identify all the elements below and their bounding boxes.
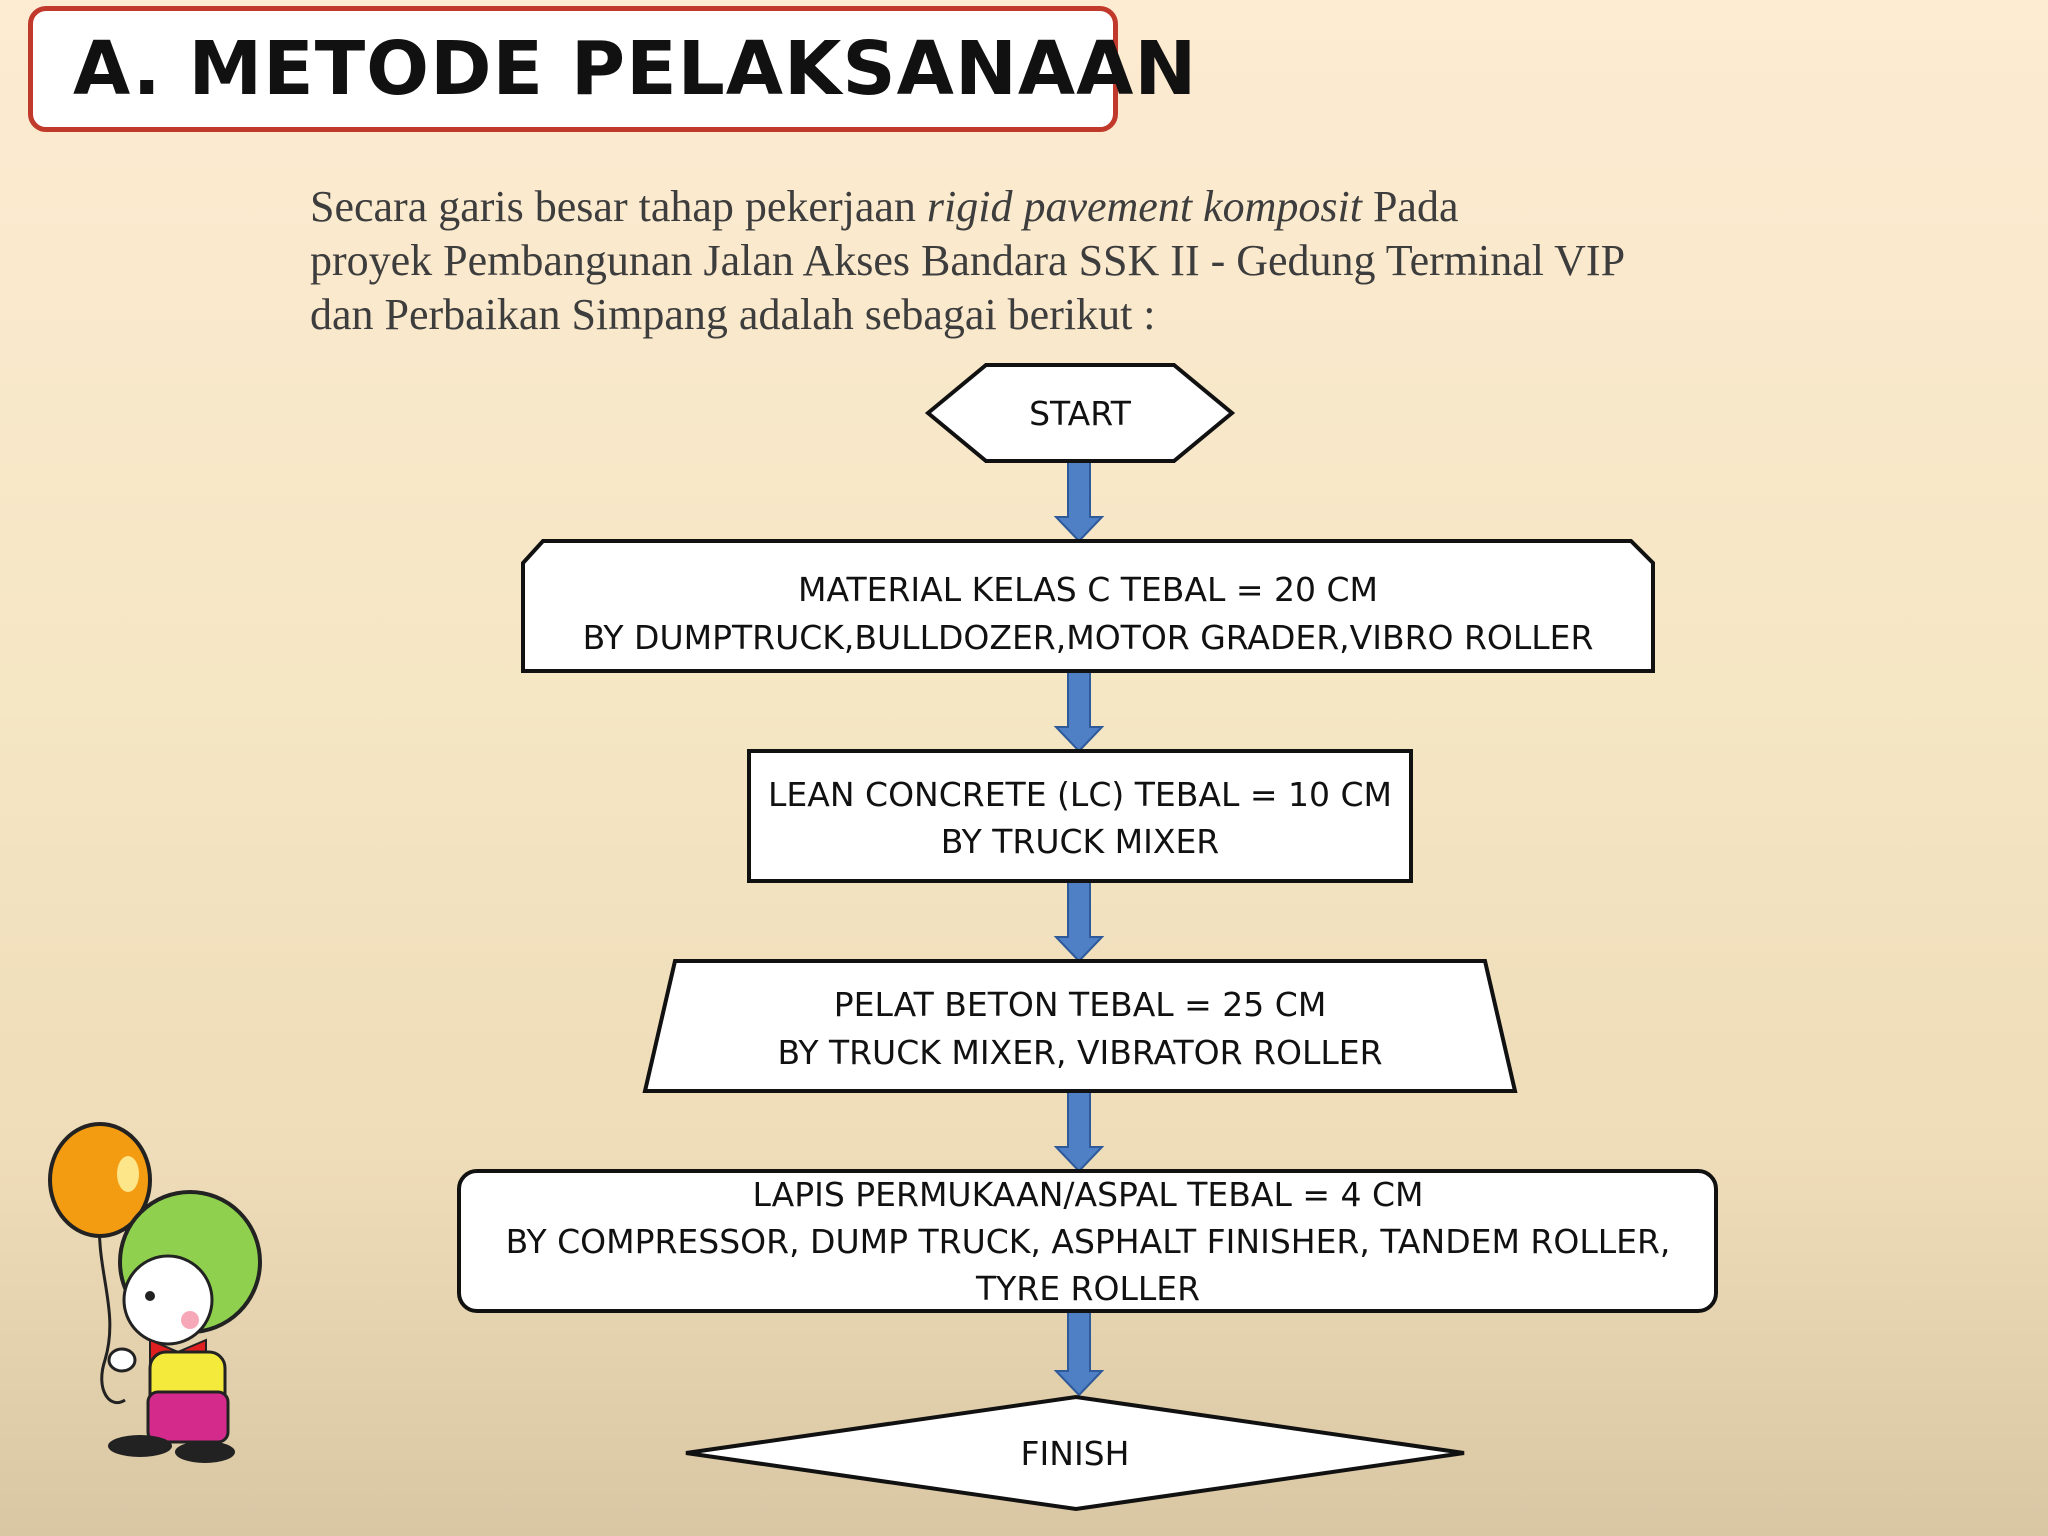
step-2-node: LEAN CONCRETE (LC) TEBAL = 10 CM BY TRUC… [747,749,1413,883]
arrow-start-to-step1 [1053,460,1105,543]
arrow-step1-to-step2 [1053,670,1105,753]
clown-balloon-illustration [48,1122,262,1463]
step-1-line-1: MATERIAL KELAS C TEBAL = 20 CM [798,570,1378,609]
clown-pants [146,1390,230,1444]
step-2-line-1: LEAN CONCRETE (LC) TEBAL = 10 CM [768,775,1392,814]
balloon [48,1122,152,1238]
step-4-node: LAPIS PERMUKAAN/ASPAL TEBAL = 4 CM BY CO… [457,1169,1718,1313]
intro-line-3: dan Perbaikan Simpang adalah sebagai ber… [310,290,1156,339]
balloon-string [97,1211,126,1404]
clown-cheek [181,1311,199,1329]
step-2-shape [747,749,1413,883]
intro-line-1: Secara garis besar tahap pekerjaan rigid… [310,180,1870,234]
step-1-shape [521,539,1655,673]
clown-hand [107,1347,137,1373]
finish-label: FINISH [1021,1434,1130,1473]
balloon-shine [117,1156,139,1192]
intro-line-1-italic: rigid pavement komposit [926,182,1362,231]
step-1-line-2: BY DUMPTRUCK,BULLDOZER,MOTOR GRADER,VIBR… [583,618,1594,657]
flow-arrows [1053,460,1105,1397]
step-4-line-3: TYRE ROLLER [975,1269,1200,1308]
step-3-line-1: PELAT BETON TEBAL = 25 CM [834,985,1327,1024]
step-2-line-2: BY TRUCK MIXER [941,822,1220,861]
step-4-line-2: BY COMPRESSOR, DUMP TRUCK, ASPHALT FINIS… [506,1222,1671,1261]
intro-line-1-b: Pada [1361,182,1459,231]
step-3-line-2: BY TRUCK MIXER, VIBRATOR ROLLER [777,1033,1382,1072]
title-box: A. METODE PELAKSANAAN [28,6,1196,132]
start-node: START [924,363,1236,463]
arrow-step2-to-step3 [1053,880,1105,963]
finish-shape [685,1394,1465,1512]
start-shape [924,363,1236,463]
start-label: START [1029,394,1132,433]
step-4-line-1: LAPIS PERMUKAAN/ASPAL TEBAL = 4 CM [752,1175,1423,1214]
step-3-node: PELAT BETON TEBAL = 25 CM BY TRUCK MIXER… [642,959,1518,1093]
intro-paragraph: Secara garis besar tahap pekerjaan rigid… [310,180,1870,342]
arrow-step4-to-finish [1053,1310,1105,1397]
clown-shoe-right [175,1441,235,1463]
clown-face [122,1254,214,1346]
intro-line-2: proyek Pembangunan Jalan Akses Bandara S… [310,236,1626,285]
clown-eye [145,1291,155,1301]
clown-shoe-left [108,1435,172,1457]
step-4-shape [457,1169,1718,1313]
step-1-node: MATERIAL KELAS C TEBAL = 20 CM BY DUMPTR… [521,539,1655,673]
arrow-step3-to-step4 [1053,1090,1105,1173]
step-3-shape [642,959,1518,1093]
page-title: A. METODE PELAKSANAAN [73,26,1198,112]
intro-line-1-a: Secara garis besar tahap pekerjaan [310,182,927,231]
finish-node: FINISH [685,1394,1465,1512]
